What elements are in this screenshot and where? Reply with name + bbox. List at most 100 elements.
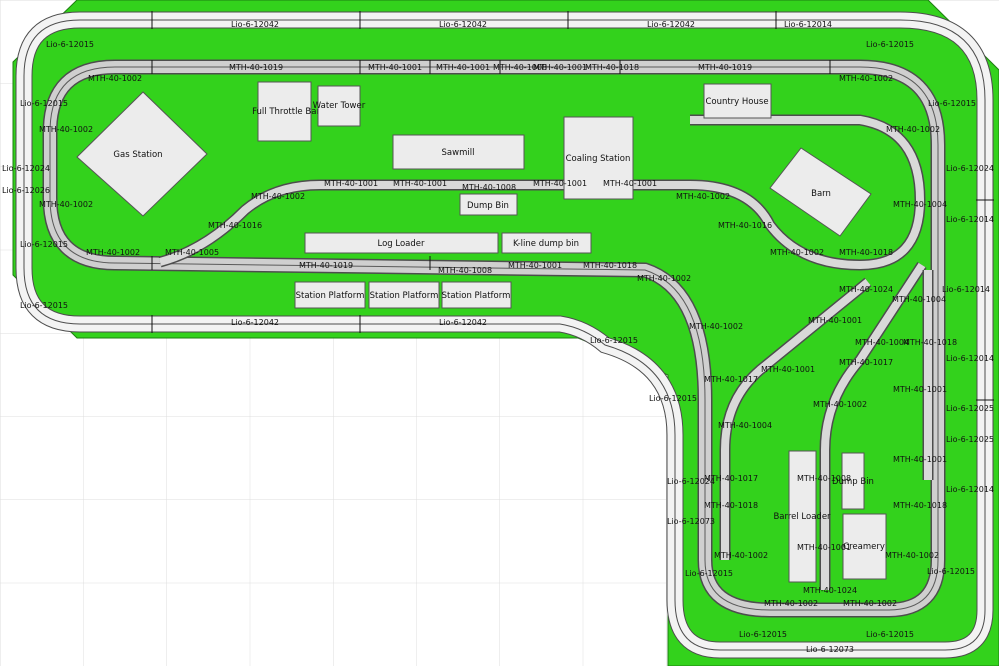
track-label: Lio-6-12015 [866,40,914,49]
track-label: Lio-6-12014 [942,285,990,294]
track-label: Lio-6-12015 [928,99,976,108]
track-label: MTH-40-1018 [704,501,758,510]
full-throttle-bar-label: Full Throttle Bar [252,107,320,117]
track-label: Lio-6-12015 [866,630,914,639]
track-label: MTH-40-1018 [585,63,639,72]
track-label: Lio-6-12024 [946,164,994,173]
track-label: Lio-6-12015 [20,240,68,249]
buildings-layer: Gas Station Full Throttle Bar Water Towe… [76,81,887,583]
dump-bin-1: Dump Bin [459,193,518,216]
track-label: MTH-40-1002 [637,274,691,283]
track-label: MTH-40-1002 [251,192,305,201]
track-label: MTH-40-1019 [229,63,283,72]
track-label: MTH-40-1017 [704,474,758,483]
track-label: MTH-40-1024 [803,586,857,595]
track-label: MTH-40-1005 [165,248,219,257]
track-label: MTH-40-1002 [764,599,818,608]
track-label: MTH-40-1008 [493,63,547,72]
track-label: MTH-40-1001 [603,179,657,188]
track-label: Lio-6-12015 [46,40,94,49]
track-label: MTH-40-1001 [533,179,587,188]
country-house-label: Country House [705,97,768,107]
dump-bin-1-label: Dump Bin [467,201,509,211]
log-loader-label: Log Loader [378,239,426,249]
station-platform-3-label: Station Platform [442,291,511,301]
track-label: MTH-40-1002 [843,599,897,608]
track-label: MTH-40-1018 [583,261,637,270]
track-label: MTH-40-1002 [885,551,939,560]
track-label: Lio-6-12014 [946,485,994,494]
track-label: Lio-6-12015 [649,394,697,403]
track-label: MTH-40-1002 [88,74,142,83]
track-label: MTH-40-1001 [368,63,422,72]
track-label: MTH-40-1002 [676,192,730,201]
track-label: Lio-6-12042 [439,20,487,29]
kline-dump-bin-label: K-line dump bin [513,239,579,249]
barn-label: Barn [811,189,831,199]
track-label: MTH-40-1004 [855,338,909,347]
coaling-station-label: Coaling Station [566,154,631,164]
track-label: MTH-40-1001 [797,543,851,552]
track-label: Lio-6-12015 [685,569,733,578]
track-label: MTH-40-1002 [770,248,824,257]
track-label: MTH-40-1008 [797,474,851,483]
sawmill-label: Sawmill [442,148,475,158]
track-label: MTH-40-1008 [438,266,492,275]
kline-dump-bin: K-line dump bin [501,232,592,254]
track-label: Lio-6-12073 [667,517,715,526]
track-label: MTH-40-1016 [718,221,772,230]
track-label: Lio-6-12015 [20,99,68,108]
station-platform-2: Station Platform [368,281,440,309]
dump-bin-2: Dump Bin [832,452,874,510]
station-platform-2-label: Station Platform [370,291,439,301]
track-label: Lio-6-12025 [946,404,994,413]
track-label: MTH-40-1017 [704,375,758,384]
track-label: MTH-40-1004 [892,295,946,304]
track-label: MTH-40-1002 [839,74,893,83]
track-label: Lio-6-12015 [739,630,787,639]
track-label: Lio-6-12042 [647,20,695,29]
track-label: MTH-40-1001 [393,179,447,188]
gas-station: Gas Station [76,91,208,217]
barn: Barn [769,147,872,237]
track-label: MTH-40-1016 [208,221,262,230]
track-label: MTH-40-1001 [893,455,947,464]
creamery-label: Creamery [843,542,885,552]
country-house: Country House [703,83,772,119]
track-label: MTH-40-1002 [813,400,867,409]
track-label: Lio-6-12024 [2,164,50,173]
track-layer [15,11,994,659]
track-labels-layer: Lio-6-12042 Lio-6-12042 Lio-6-12042 Lio-… [2,20,994,654]
track-label: MTH-40-1002 [86,248,140,257]
station-platform-1: Station Platform [294,281,366,309]
track-label: Lio-6-12073 [806,645,854,654]
track-label: Lio-6-12015 [590,336,638,345]
full-throttle-bar: Full Throttle Bar [252,81,320,142]
track-label: MTH-40-1001 [808,316,862,325]
track-label: MTH-40-1018 [893,501,947,510]
track-label: MTH-40-1002 [39,125,93,134]
track-label: MTH-40-1019 [299,261,353,270]
track-label: MTH-40-1002 [886,125,940,134]
track-label: Lio-6-12015 [20,301,68,310]
track-label: Lio-6-12042 [231,20,279,29]
station-platform-3: Station Platform [441,281,512,309]
track-label: Lio-6-12026 [2,186,50,195]
track-label: Lio-6-12025 [946,435,994,444]
track-label: MTH-40-1004 [718,421,772,430]
coaling-station: Coaling Station [563,116,634,200]
water-tower-label: Water Tower [313,101,366,111]
water-tower: Water Tower [313,85,366,127]
track-label: Lio-6-12024 [667,477,715,486]
track-label: Lio-6-12042 [231,318,279,327]
station-platform-1-label: Station Platform [296,291,365,301]
track-label: MTH-40-1018 [903,338,957,347]
track-label: MTH-40-1004 [893,200,947,209]
dump-bin-2-label: Dump Bin [832,477,874,487]
creamery: Creamery [842,513,887,580]
log-loader: Log Loader [304,232,499,254]
track-label: MTH-40-1024 [839,285,893,294]
track-label: MTH-40-1001 [761,365,815,374]
track-label: MTH-40-1001 [436,63,490,72]
